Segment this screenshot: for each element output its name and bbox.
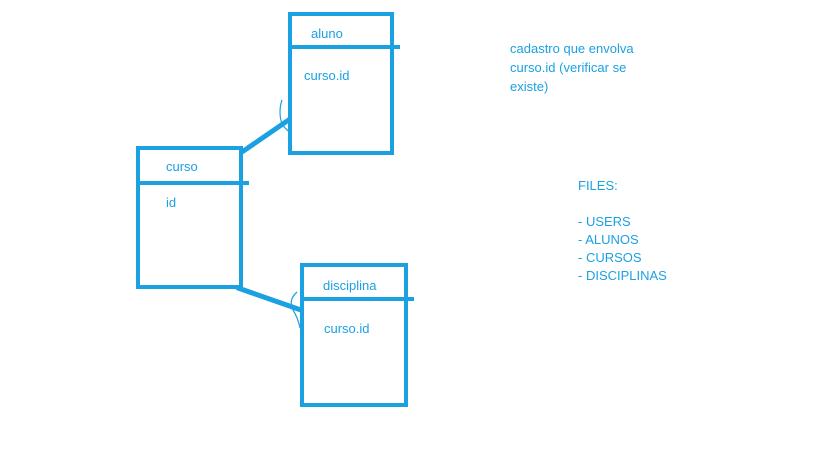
note-cadastro: cadastro que envolva curso.id (verificar…: [510, 39, 634, 96]
entity-aluno-title: aluno: [311, 26, 343, 41]
files-item-users: - USERS: [578, 214, 631, 229]
connector-curso-aluno: [239, 116, 293, 155]
hand-tick-disciplina: [290, 291, 301, 329]
entity-disciplina: disciplina curso.id: [300, 263, 414, 407]
entity-aluno-field: curso.id: [304, 68, 350, 83]
entity-curso-divider: [136, 181, 249, 185]
entity-disciplina-field: curso.id: [324, 321, 370, 336]
files-note: FILES: - USERS - ALUNOS - CURSOS - DISCI…: [578, 177, 667, 285]
entity-curso-field: id: [166, 195, 177, 210]
connector-curso-disciplina: [235, 285, 304, 313]
note-cadastro-line-3: existe): [510, 79, 549, 94]
files-item-cursos: - CURSOS: [578, 250, 642, 265]
entity-curso: curso id: [136, 146, 249, 289]
entity-disciplina-title: disciplina: [323, 278, 377, 293]
entity-aluno: aluno curso.id: [288, 12, 400, 155]
entity-disciplina-divider: [300, 297, 414, 301]
files-item-alunos: - ALUNOS: [578, 232, 639, 247]
files-item-disciplinas: - DISCIPLINAS: [578, 268, 667, 283]
note-cadastro-line-2: curso.id (verificar se: [510, 60, 627, 75]
files-heading: FILES:: [578, 178, 618, 193]
entity-curso-title: curso: [166, 159, 198, 174]
note-cadastro-line-1: cadastro que envolva: [510, 41, 634, 56]
entity-aluno-divider: [288, 45, 400, 49]
files-spacer: [578, 195, 667, 213]
